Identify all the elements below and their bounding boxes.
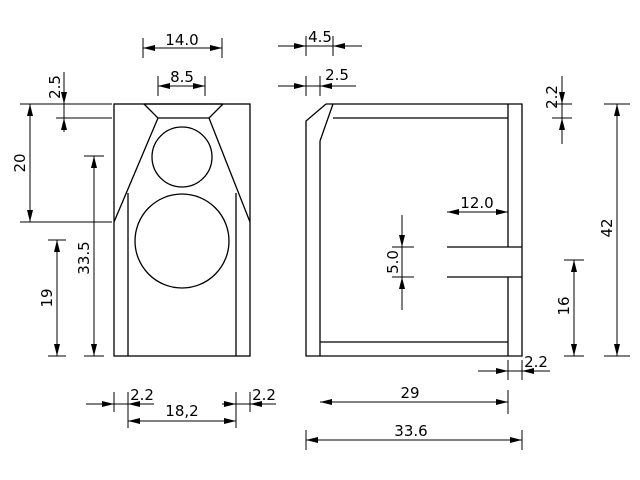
front-view: [113, 103, 251, 357]
front-dim-top-step: 2.5: [46, 72, 112, 132]
side-dim-front-offset: 4.5: [278, 28, 362, 56]
front-dim-upper-height: 20: [11, 103, 112, 223]
dim-label: 5.0: [384, 250, 402, 274]
front-outline: [113, 103, 251, 357]
dim-label: 19: [38, 288, 56, 307]
dim-label: 12.0: [460, 194, 493, 212]
front-dim-lower-height: 19: [38, 239, 66, 357]
dim-label: 29: [400, 384, 419, 402]
woofer-circle: [134, 193, 230, 289]
dim-label: 2.2: [543, 85, 561, 109]
side-front-chamfer: [319, 103, 334, 142]
front-dim-top-inner-width: 8.5: [157, 68, 206, 96]
dim-label: 18,2: [165, 402, 198, 420]
side-outline: [305, 103, 523, 357]
front-right-baffle: [208, 103, 251, 223]
front-dim-top-width: 14.0: [142, 31, 223, 58]
side-view: [305, 103, 523, 357]
dim-label: 2.5: [325, 66, 349, 84]
side-dim-port-depth: 12.0: [447, 194, 509, 224]
dim-label: 8.5: [170, 68, 194, 86]
side-dim-total-height: 42: [598, 103, 630, 357]
side-dim-port-height: 5.0: [384, 215, 414, 310]
dim-label: 2.2: [524, 353, 548, 371]
dim-label: 14.0: [165, 31, 198, 49]
side-dim-front-chamfer: 2.5: [278, 66, 356, 96]
dim-label: 33.5: [75, 241, 93, 274]
dim-label: 4.5: [308, 28, 332, 46]
dim-label: 20: [11, 153, 29, 172]
front-left-baffle: [113, 103, 159, 223]
dim-label: 42: [598, 218, 616, 237]
front-dim-bottom: 2.2 2.2 18,2: [86, 386, 276, 428]
front-dim-inner-height: 33.5: [75, 155, 104, 357]
side-dim-lower-height: 16: [555, 259, 584, 357]
tweeter-circle: [151, 126, 213, 188]
side-dim-total-depth: 33.6: [305, 422, 523, 450]
side-dim-top-wall: 2.2: [543, 76, 572, 144]
side-dim-inner-depth: 29: [320, 384, 509, 414]
side-dim-back-wall: 2.2: [478, 353, 550, 380]
dim-label: 2.5: [46, 75, 64, 99]
dim-label: 33.6: [394, 422, 427, 440]
dim-label: 2.2: [252, 386, 276, 404]
dim-label: 16: [555, 296, 573, 315]
dim-label: 2.2: [130, 386, 154, 404]
